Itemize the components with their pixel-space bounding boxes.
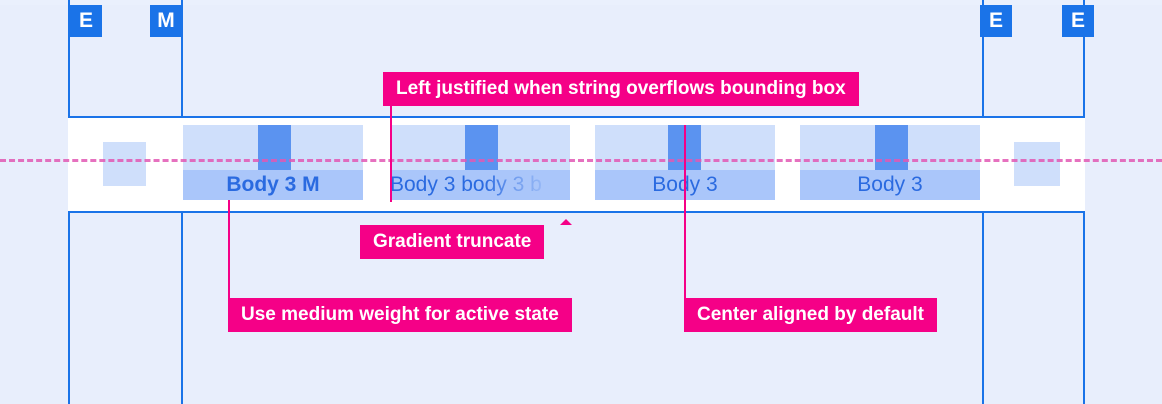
tab-label-band: Body 3 body 3 b bbox=[390, 170, 570, 200]
annotation-medium-weight: Use medium weight for active state bbox=[228, 298, 572, 332]
marker-e-right-inner: E bbox=[980, 5, 1012, 37]
pointer-gradient-truncate bbox=[560, 219, 572, 225]
tab-icon bbox=[258, 125, 291, 170]
tab-icon bbox=[465, 125, 498, 170]
tab-body-3-m[interactable]: Body 3 M bbox=[183, 125, 363, 200]
tab-label-band: Body 3 M bbox=[183, 170, 363, 200]
tab-label: Body 3 M bbox=[226, 173, 320, 196]
tab-label-band: Body 3 bbox=[800, 170, 980, 200]
connector-medium-weight bbox=[228, 200, 230, 298]
tab-label: Body 3 body 3 b bbox=[390, 173, 542, 196]
marker-e-right-outer: E bbox=[1062, 5, 1094, 37]
tab-icon bbox=[875, 125, 908, 170]
annotation-gradient-truncate: Gradient truncate bbox=[360, 225, 545, 259]
marker-e-left-outer: E bbox=[70, 5, 102, 37]
connector-left-justified bbox=[390, 106, 392, 202]
marker-m-left-inner: M bbox=[150, 5, 182, 37]
padding-swatch-right bbox=[1014, 142, 1060, 186]
tab-body-3-body-3-b[interactable]: Body 3 body 3 b bbox=[390, 125, 570, 200]
tab-label: Body 3 bbox=[857, 173, 923, 196]
connector-center-aligned bbox=[684, 125, 686, 298]
annotation-center-aligned: Center aligned by default bbox=[684, 298, 937, 332]
padding-swatch-left bbox=[103, 142, 146, 186]
vertical-center-guideline bbox=[0, 159, 1162, 162]
top-strip bbox=[0, 0, 1162, 5]
annotation-left-justified: Left justified when string overflows bou… bbox=[383, 72, 859, 106]
tab-body-3-fourth[interactable]: Body 3 bbox=[800, 125, 980, 200]
